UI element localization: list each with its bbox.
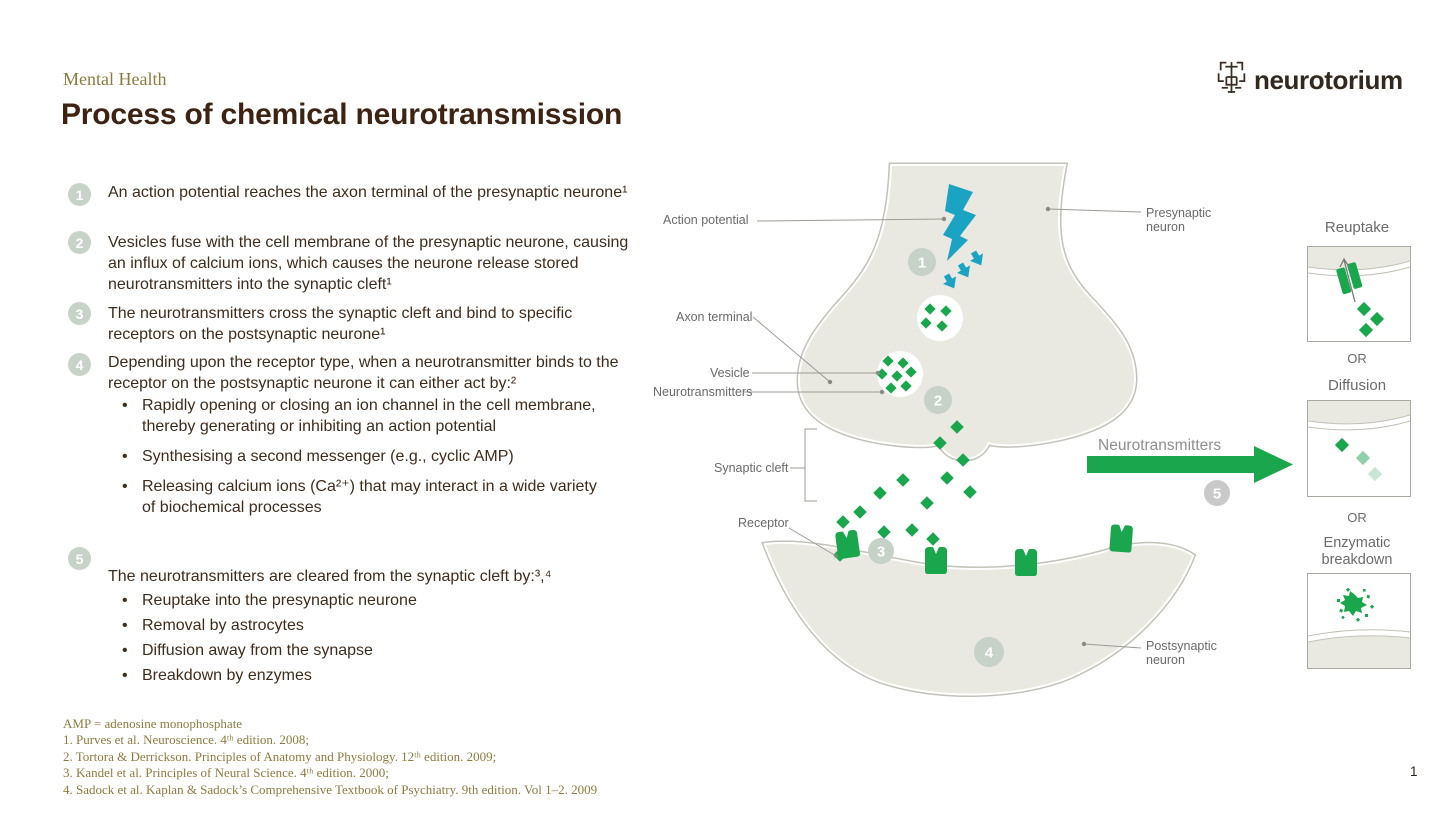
leader-lines [744,206,1142,649]
label-axon-terminal: Axon terminal [676,310,753,324]
step-marker-1: 1 [68,183,91,206]
footnote-line: 3. Kandel et al. Principles of Neural Sc… [63,765,389,781]
enzyme-burst-icon [1337,587,1375,622]
footnote-line: AMP = adenosine monophosphate [63,716,243,731]
category-eyebrow: Mental Health [63,69,167,89]
footnote-line: 4. Sadock et al. Kaplan & Sadock’s Compr… [63,781,598,797]
brain-logo-icon [1216,60,1247,100]
marker-4 [974,637,1004,667]
reuptake-box [1307,246,1411,342]
step-text-2: Vesicles fuse with the cell membrane of … [108,234,629,293]
membrane-band [1308,635,1410,668]
reuptake-title: Reuptake [1324,219,1390,236]
footnotes: AMP = adenosine monophosphate 1. Purves … [63,716,597,798]
membrane-band [1308,247,1410,270]
step-marker-2: 2 [68,231,91,254]
bullet-item: Breakdown by enzymes [120,665,600,686]
bullet-item: Diffusion away from the synapse [120,640,600,661]
step-text-5: The neurotransmitters are cleared from t… [108,568,552,585]
step-marker-5: 5 [68,547,91,570]
page-number: 1 [1410,764,1418,779]
label-presynaptic-neuron: Presynaptic neuron [1146,206,1212,234]
reuptake-arrow [1339,257,1356,303]
step-5-bullets: Reuptake into the presynaptic neurone Re… [120,590,600,690]
step-4-bullets: Rapidly opening or closing an ion channe… [120,395,600,527]
arrow-label-neurotransmitters: Neurotransmitters [1098,437,1222,454]
or-divider-1: OR [1347,351,1367,366]
marker-2 [924,386,952,414]
label-synaptic-cleft: Synaptic cleft [714,461,789,475]
step-marker-3: 3 [68,302,91,325]
diffusion-diamonds [1334,437,1383,482]
reuptake-transporter-icon [1336,262,1363,295]
diffusion-title: Diffusion [1327,377,1387,394]
or-divider-2: OR [1347,510,1367,525]
step-number: 4 [75,356,84,373]
step-number: 5 [75,550,84,567]
postsynaptic-neuron-shape [761,540,1197,697]
step-marker-4: 4 [68,353,91,376]
marker-4-number: 4 [985,645,994,662]
marker-5 [1204,480,1230,506]
footnote-line: 1. Purves et al. Neuroscience. 4ᵗʰ editi… [63,732,310,748]
step-number: 2 [75,234,84,251]
bullet-item: Removal by astrocytes [120,615,600,636]
vesicle-circle [917,295,963,341]
neurotorium-logo: neurotorium [1216,60,1403,100]
step-number: 3 [75,305,84,322]
neurotransmitters-arrow [1087,446,1293,483]
step-text-4: Depending upon the receptor type, when a… [108,354,619,392]
step-text-1: An action potential reaches the axon ter… [108,184,628,201]
bullet-item: Reuptake into the presynaptic neurone [120,590,600,611]
logo-wordmark: neurotorium [1254,64,1403,95]
synapse-diagram: 1 2 3 4 5 [744,162,1293,697]
diffusion-box [1307,400,1411,497]
label-postsynaptic-neuron: Postsynaptic neuron [1146,639,1217,667]
label-action-potential: Action potential [663,213,749,227]
step-number: 1 [75,186,84,203]
membrane-band [1308,401,1410,424]
enzymatic-breakdown-title: Enzymatic breakdown [1321,535,1393,568]
label-neurotransmitters: Neurotransmitters [653,385,753,399]
label-vesicle: Vesicle [710,366,750,380]
bullet-item: Rapidly opening or closing an ion channe… [120,395,600,437]
marker-1 [908,248,936,276]
marker-2-number: 2 [934,393,942,410]
step-text-3: The neurotransmitters cross the synaptic… [108,305,573,343]
label-receptor: Receptor [738,516,789,530]
footnote-line: 2. Tortora & Derrickson. Principles of A… [63,748,497,764]
reuptake-diamonds [1356,301,1385,338]
page-title: Process of chemical neurotransmission [61,98,623,131]
marker-1-number: 1 [918,255,926,272]
marker-3-number: 3 [877,544,885,561]
enzymatic-breakdown-box [1307,573,1411,669]
bullet-item: Releasing calcium ions (Ca²⁺) that may i… [120,476,600,518]
marker-5-number: 5 [1213,486,1221,503]
bullet-item: Synthesising a second messenger (e.g., c… [120,446,600,467]
marker-3 [868,538,894,564]
lightning-bolt-icon [943,184,976,261]
